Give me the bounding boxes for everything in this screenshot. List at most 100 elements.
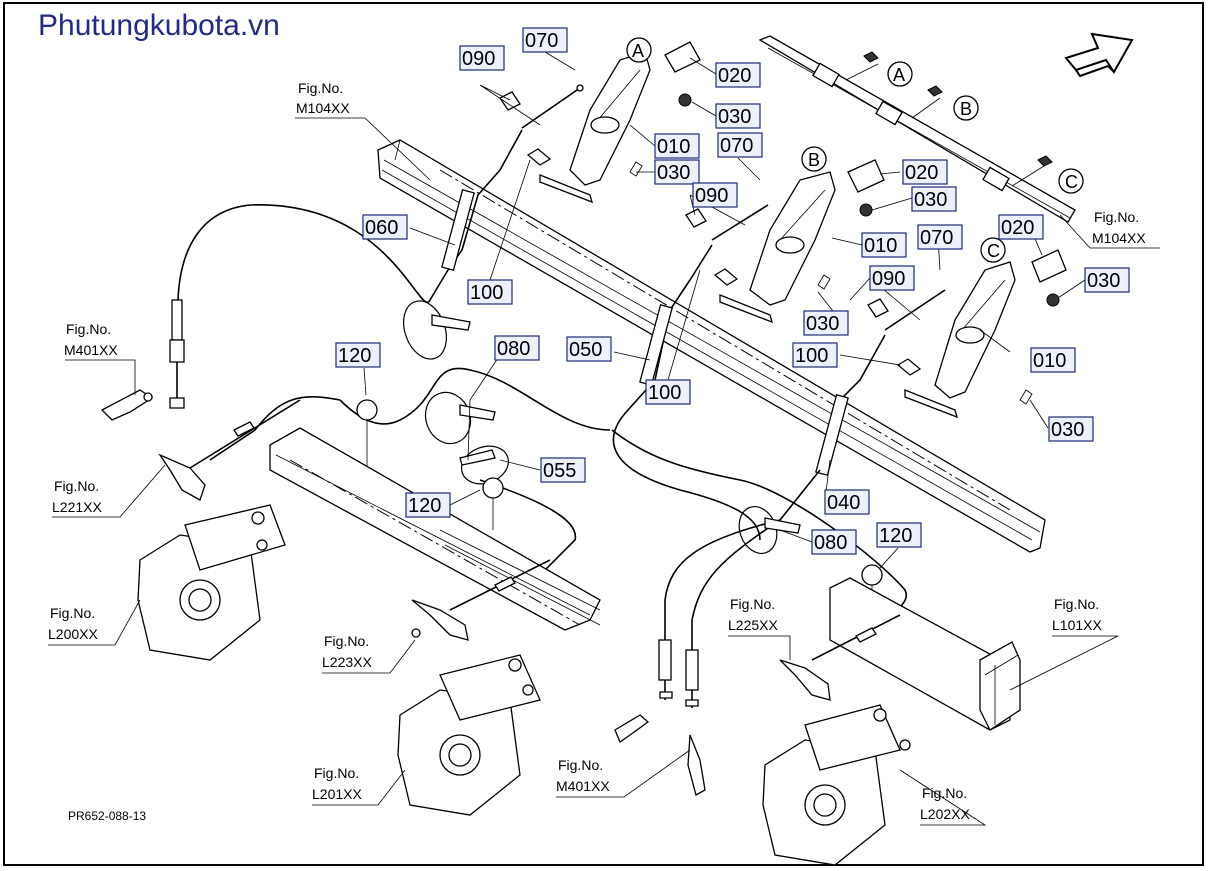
diagram-frame	[3, 2, 1204, 866]
svg-text:055: 055	[543, 460, 576, 482]
callout-100-a: 100	[467, 279, 513, 305]
svg-text:B: B	[808, 150, 820, 170]
figure-ref-l223: Fig.No. L223XX	[322, 633, 372, 670]
figure-ref-m104-left: Fig.No. M104XX	[296, 80, 350, 116]
svg-text:A: A	[632, 41, 644, 61]
callout-080-b: 080	[811, 529, 857, 555]
housing-left	[137, 504, 286, 661]
svg-text:Fig.No.: Fig.No.	[314, 765, 359, 781]
clip-120-b	[482, 477, 504, 530]
section-marker-b-strip: B	[953, 95, 979, 121]
svg-text:Fig.No.: Fig.No.	[1094, 209, 1139, 225]
lever-right-l225	[779, 614, 901, 701]
pedal-assembly-a	[499, 41, 701, 204]
cable-050	[612, 244, 761, 541]
svg-text:B: B	[960, 99, 972, 119]
svg-text:M401XX: M401XX	[556, 778, 610, 794]
svg-text:030: 030	[914, 189, 947, 211]
callout-090-a: 090	[459, 45, 505, 71]
callout-010-b: 010	[861, 232, 907, 258]
svg-text:Fig.No.: Fig.No.	[1054, 596, 1099, 612]
svg-text:L200XX: L200XX	[48, 626, 98, 642]
svg-text:070: 070	[920, 227, 953, 249]
callout-120-a: 120	[335, 342, 381, 368]
callout-080-a: 080	[494, 335, 540, 361]
drawing-code: PR652-088-13	[68, 809, 146, 823]
svg-text:070: 070	[720, 135, 753, 157]
svg-text:010: 010	[1033, 350, 1066, 372]
svg-text:M401XX: M401XX	[64, 342, 118, 358]
figure-ref-m401-bottom: Fig.No. M401XX	[556, 757, 610, 794]
section-marker-a-strip: A	[887, 61, 913, 87]
svg-text:030: 030	[1051, 419, 1084, 441]
figure-ref-m401-left: Fig.No. M401XX	[64, 321, 118, 358]
svg-text:040: 040	[827, 492, 860, 514]
svg-text:010: 010	[657, 136, 690, 158]
callout-090-c: 090	[869, 265, 915, 291]
cable-040	[658, 334, 886, 708]
svg-text:120: 120	[408, 495, 441, 517]
svg-text:020: 020	[718, 65, 751, 87]
callout-020-b: 020	[902, 159, 948, 185]
svg-text:Fig.No.: Fig.No.	[558, 757, 603, 773]
housing-mid	[397, 654, 541, 816]
svg-text:030: 030	[1087, 270, 1120, 292]
svg-text:120: 120	[338, 345, 371, 367]
figure-ref-l201: Fig.No. L201XX	[312, 765, 362, 802]
svg-text:090: 090	[462, 48, 495, 70]
section-marker-c-pedal: C	[980, 237, 1006, 263]
lever-bottom-m401	[614, 714, 706, 796]
callout-050: 050	[566, 336, 612, 362]
callout-100-c: 100	[645, 379, 691, 405]
svg-text:Fig.No.: Fig.No.	[324, 633, 369, 649]
svg-text:A: A	[893, 65, 905, 85]
callout-120-c: 120	[876, 522, 922, 548]
top-bracket-strip	[758, 35, 1076, 223]
svg-text:L225XX: L225XX	[728, 617, 778, 633]
svg-text:050: 050	[569, 339, 602, 361]
svg-text:100: 100	[648, 382, 681, 404]
cable-clamp-080-mid	[424, 391, 509, 485]
callout-030-b: 030	[654, 159, 700, 185]
callout-010-c: 010	[1030, 347, 1076, 373]
callout-070-b: 070	[717, 132, 763, 158]
svg-text:010: 010	[864, 235, 897, 257]
svg-text:080: 080	[497, 338, 530, 360]
svg-text:080: 080	[814, 532, 847, 554]
direction-arrow-icon	[1064, 32, 1134, 78]
lower-frame-right	[829, 577, 1021, 731]
svg-text:Fig.No.: Fig.No.	[298, 80, 343, 96]
callout-030-d: 030	[1084, 267, 1130, 293]
svg-text:L201XX: L201XX	[312, 786, 362, 802]
figure-ref-l200: Fig.No. L200XX	[48, 605, 98, 642]
figure-ref-l225: Fig.No. L225XX	[728, 596, 778, 633]
callout-030-c: 030	[911, 186, 957, 212]
figure-ref-l221: Fig.No. L221XX	[52, 478, 102, 515]
cable-clamp-080-top	[402, 300, 471, 360]
svg-text:030: 030	[806, 313, 839, 335]
svg-text:100: 100	[470, 282, 503, 304]
lever-mid-l223	[411, 559, 551, 641]
main-frame-rail	[377, 139, 1046, 553]
svg-text:L202XX: L202XX	[920, 806, 970, 822]
clip-120-a	[356, 399, 378, 470]
lever-left-top	[100, 389, 154, 421]
svg-text:L223XX: L223XX	[322, 654, 372, 670]
section-marker-c-strip: C	[1058, 168, 1084, 194]
svg-text:020: 020	[905, 162, 938, 184]
cable-clamp-080-low	[738, 506, 801, 554]
svg-text:020: 020	[1001, 217, 1034, 239]
callout-100-b: 100	[792, 342, 838, 368]
callout-010-a: 010	[654, 133, 700, 159]
svg-text:C: C	[1065, 172, 1078, 192]
cable-060	[169, 129, 523, 409]
callout-090-b: 090	[692, 182, 738, 208]
svg-text:060: 060	[365, 217, 398, 239]
svg-text:L221XX: L221XX	[52, 499, 102, 515]
svg-text:M104XX: M104XX	[296, 100, 350, 116]
svg-text:070: 070	[525, 30, 558, 52]
svg-text:120: 120	[879, 525, 912, 547]
pedal-assembly-b	[685, 159, 885, 324]
callout-055: 055	[540, 457, 586, 483]
